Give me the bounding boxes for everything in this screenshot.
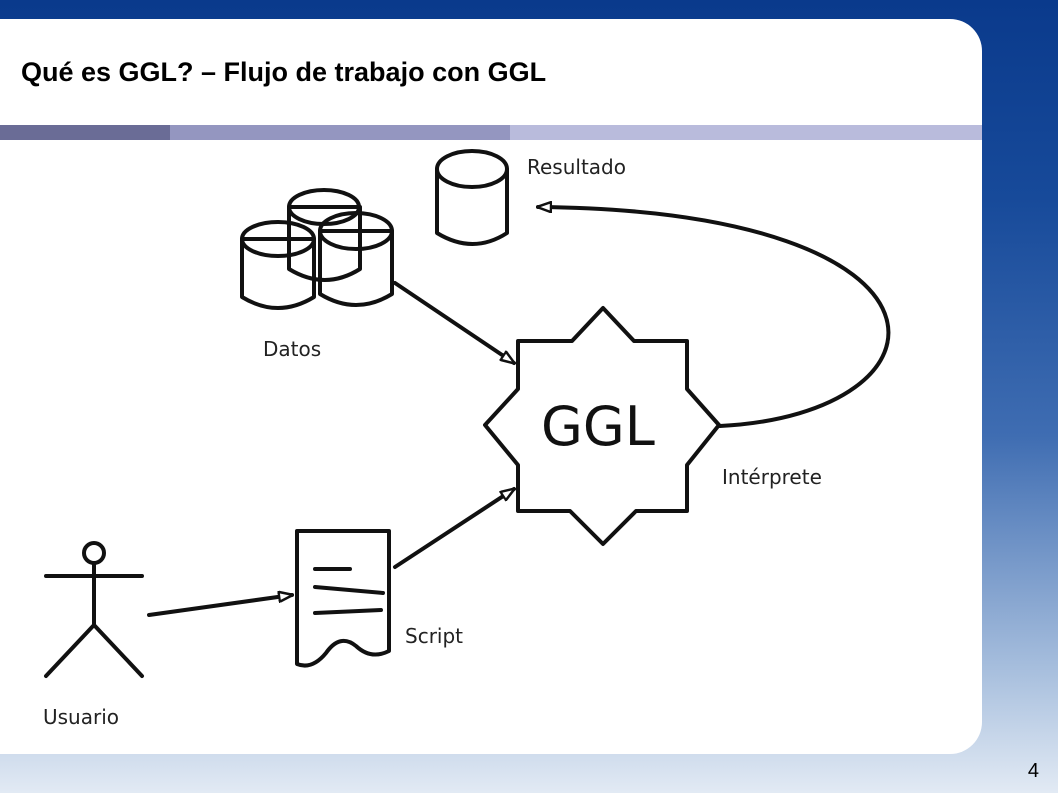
script-document-icon <box>295 529 391 668</box>
arrow-datos-to-ggl <box>393 281 514 365</box>
arrow-ggl-to-resultado <box>538 207 891 428</box>
script-label: Script <box>405 624 463 648</box>
resultado-database-icon <box>435 149 509 246</box>
datos-databases-icon <box>240 188 394 310</box>
title-divider-segment-1 <box>0 125 170 140</box>
workflow-diagram: Resultado Datos GGL Intérprete Script <box>43 149 891 729</box>
page-number: 4 <box>1027 760 1039 782</box>
title-divider-segment-2 <box>170 125 510 140</box>
title-divider-segment-3 <box>510 125 982 140</box>
usuario-label: Usuario <box>43 705 119 729</box>
usuario-actor-icon <box>44 541 144 678</box>
resultado-label: Resultado <box>527 155 626 179</box>
slide-title: Qué es GGL? – Flujo de trabajo con GGL <box>21 57 547 87</box>
ggl-label: GGL <box>541 395 655 458</box>
interprete-label: Intérprete <box>722 465 822 489</box>
slide: Qué es GGL? – Flujo de trabajo con GGL R… <box>0 19 982 754</box>
ggl-interpreter-shape <box>483 306 721 546</box>
arrow-script-to-ggl <box>393 487 514 569</box>
datos-label: Datos <box>263 337 321 361</box>
arrow-usuario-to-script <box>147 595 292 617</box>
